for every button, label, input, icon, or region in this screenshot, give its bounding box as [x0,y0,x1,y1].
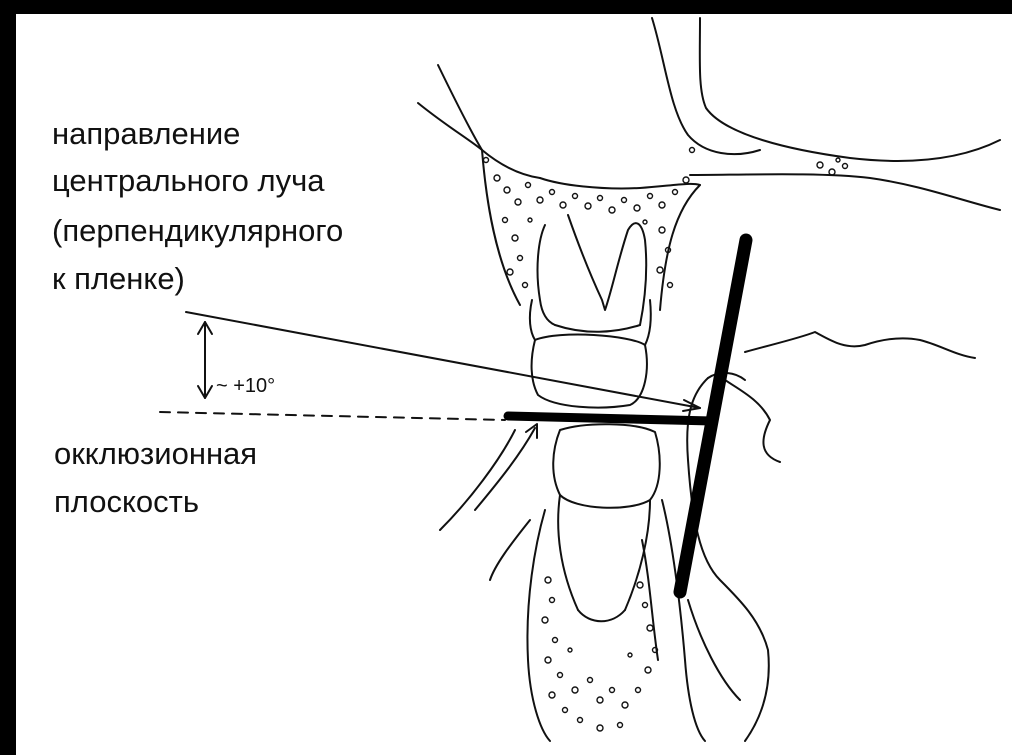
bite-block-bar [508,416,712,421]
beam-direction-label-line4: к пленке) [52,259,185,299]
occlusal-plane-label-line2: плоскость [54,482,199,522]
occlusal-plane-label-line1: окклюзионная [54,434,257,474]
occlusal-plane-dashed-line [160,412,505,420]
beam-direction-label-line3: (перпендикулярного [52,211,343,251]
lower-bone-texture [542,577,658,731]
film-holder [508,240,746,592]
angle-label: ~ +10° [216,374,275,398]
soft-tissue-outline [440,332,975,741]
bite-pointer-arrow [475,428,535,510]
beam-direction-label-line2: центрального луча [52,161,325,201]
maxilla-outline [418,18,1000,310]
beam-direction-label-line1: направление [52,114,240,154]
diagram-panel: направление центрального луча (перпендик… [16,14,1012,755]
